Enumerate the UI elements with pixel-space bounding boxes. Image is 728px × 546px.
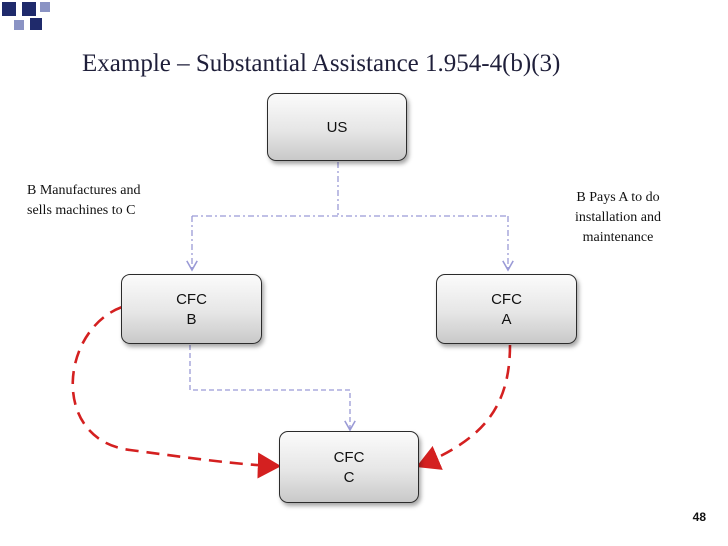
ownership-line-b-to-c [189, 345, 356, 432]
node-cfc-c-label-1: CFC [333, 449, 365, 466]
node-cfc-c-label-2: C [343, 469, 355, 486]
node-us-label: US [326, 119, 348, 136]
note-right-line-2: installation and [575, 210, 661, 225]
node-cfc-c: CFC C [279, 431, 419, 503]
node-cfc-a-label-1: CFC [491, 291, 522, 308]
node-us: US [267, 93, 407, 161]
note-left-line-2: sells machines to C [27, 203, 136, 218]
note-right: B Pays A to do installation and maintena… [548, 188, 688, 248]
page-number: 48 [692, 510, 706, 524]
deco-square [2, 2, 16, 16]
deco-square [22, 2, 36, 16]
node-cfc-b-label-1: CFC [176, 291, 207, 308]
node-cfc-b-label-2: B [186, 311, 197, 328]
note-right-line-3: maintenance [582, 230, 654, 245]
deco-square [40, 2, 50, 12]
note-left-line-1: B Manufactures and [27, 183, 141, 198]
deco-square [30, 18, 42, 30]
slide-title: Example – Substantial Assistance 1.954-4… [82, 50, 561, 77]
node-cfc-a: CFC A [436, 274, 577, 344]
note-right-line-1: B Pays A to do [576, 190, 660, 205]
note-left: B Manufactures and sells machines to C [27, 181, 187, 221]
node-cfc-a-label-2: A [501, 311, 512, 328]
service-arrow-a-to-c [416, 344, 512, 470]
node-cfc-b: CFC B [121, 274, 262, 344]
sale-arrow-b-to-c [71, 305, 282, 479]
deco-square [14, 20, 24, 30]
